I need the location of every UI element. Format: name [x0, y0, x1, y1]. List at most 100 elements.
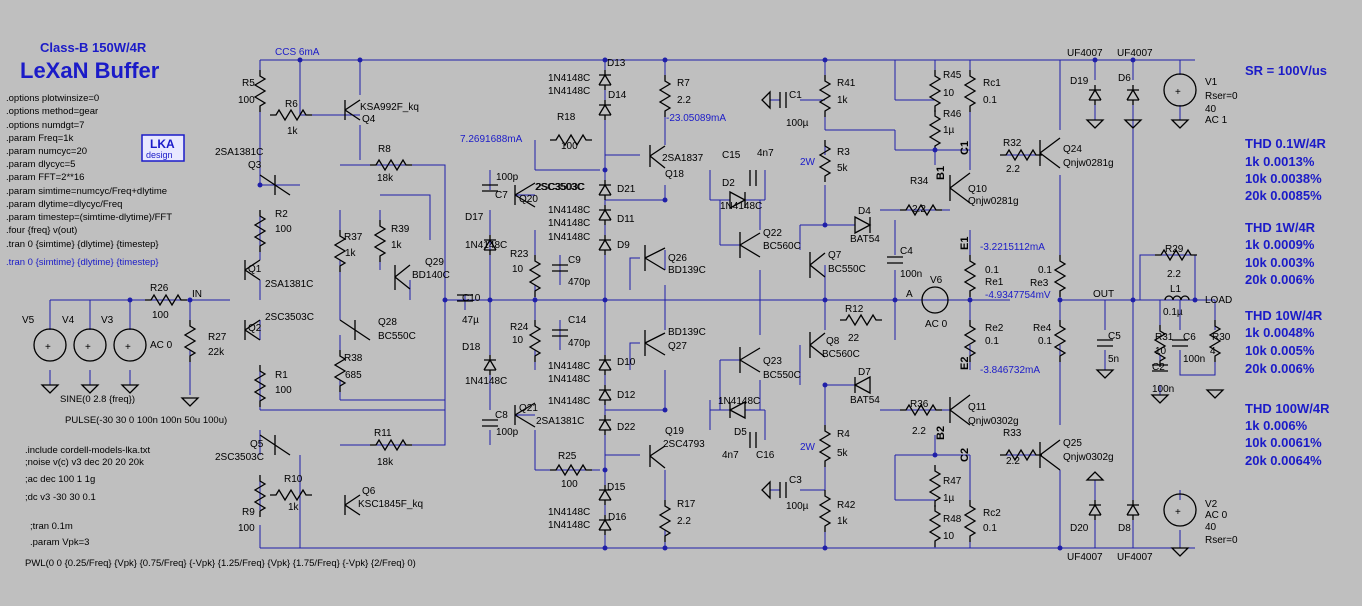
label: 100: [238, 95, 255, 106]
label: BC550C: [378, 331, 416, 342]
label: 18k: [377, 457, 394, 468]
thd-row: 1k 0.0013%: [1245, 154, 1315, 169]
annotation-power: 2W: [800, 157, 816, 168]
label: R47: [943, 476, 962, 487]
label: BC550C: [763, 370, 801, 381]
thd-heading: THD 10W/4R: [1245, 308, 1323, 323]
label: 0.1: [1038, 336, 1052, 347]
directive: .tran 0 {simtime} {dlytime} {timestep}: [6, 239, 159, 250]
label: R42: [837, 500, 856, 511]
thd-heading: THD 100W/4R: [1245, 401, 1330, 416]
label: C5: [1108, 331, 1121, 342]
label: Q11: [968, 402, 987, 413]
directive: .param timestep=(simtime-dlytime)/FFT: [6, 212, 172, 223]
thd-row: 1k 0.0048%: [1245, 325, 1315, 340]
annotation-current: -3.2215112mA: [980, 242, 1045, 253]
label: R34: [910, 176, 929, 187]
label: BC550C: [828, 264, 866, 275]
label: BC560C: [822, 349, 860, 360]
label: 1N4148C: [548, 520, 590, 531]
label: R45: [943, 70, 962, 81]
label: V3: [101, 315, 114, 326]
label: R6: [285, 99, 298, 110]
label: 100: [152, 310, 169, 321]
directive: .param dlytime=dlycyc/Freq: [6, 199, 122, 210]
directive: .param FFT=2**16: [6, 172, 84, 183]
label: Q23: [763, 356, 782, 367]
label: D21: [617, 184, 636, 195]
label: 0.1: [985, 336, 999, 347]
label: Re4: [1033, 323, 1052, 334]
component-labels: CCS 6mA R5 100 R6 1k KSA992F_kq Q4 2SA13…: [22, 47, 1238, 563]
label: D9: [617, 240, 630, 251]
label: C10: [462, 293, 481, 304]
annotation-voltage: -4.9347754mV: [985, 290, 1051, 301]
label: 470p: [568, 277, 591, 288]
label: R8: [378, 144, 391, 155]
label: 2SC3503C: [535, 182, 584, 193]
label: 5k: [837, 163, 849, 174]
label: R25: [558, 451, 577, 462]
label: R12: [845, 304, 864, 315]
label: 40: [1205, 104, 1217, 115]
label: Re2: [985, 323, 1004, 334]
label: 1k: [837, 95, 849, 106]
label: BD140C: [412, 270, 450, 281]
label: BC560C: [763, 241, 801, 252]
annotation-current: -3.846732mA: [980, 365, 1040, 376]
label: 100: [238, 523, 255, 534]
label: 1k: [288, 502, 300, 513]
label: V6: [930, 275, 943, 286]
label: C6: [1183, 332, 1196, 343]
label: 10: [1155, 346, 1167, 357]
label: Q6: [362, 486, 376, 497]
label: 685: [345, 370, 362, 381]
wires: [49, 59, 1216, 549]
label: 100n: [1183, 354, 1205, 365]
annotation-ccs: CCS 6mA: [275, 47, 320, 58]
logo-line1: LKA: [150, 137, 175, 151]
thd-heading: THD 0.1W/4R: [1245, 136, 1327, 151]
pwl-source: PWL(0 0 {0.25/Freq} {Vpk} {0.75/Freq} {-…: [25, 558, 416, 569]
label: 1k: [287, 126, 299, 137]
label: Rser=0: [1205, 91, 1238, 102]
directive: .param Freq=1k: [6, 133, 74, 144]
directive: .four {freq} v(out): [6, 225, 77, 236]
label: D12: [617, 390, 636, 401]
label: 1N4148C: [548, 205, 590, 216]
label: Q2: [248, 323, 262, 334]
label: BAT54: [850, 395, 880, 406]
label: 1N4148C: [465, 376, 507, 387]
title-line1: Class-B 150W/4R: [40, 40, 147, 55]
label: Re1: [985, 277, 1004, 288]
label: Qnjw0281g: [1063, 158, 1114, 169]
label: R46: [943, 109, 962, 120]
label: V4: [62, 315, 75, 326]
label: C2: [1152, 362, 1165, 373]
label: V1: [1205, 77, 1218, 88]
label: Q29: [425, 257, 444, 268]
label: 1k: [345, 248, 357, 259]
label: R31: [1155, 332, 1174, 343]
label: UF4007: [1067, 48, 1103, 59]
label: 2SC3503C: [215, 452, 264, 463]
svg-text:+: +: [1175, 507, 1181, 518]
lka-logo: LKA design: [141, 134, 185, 162]
label: R18: [557, 112, 576, 123]
label: 2SC3503C: [265, 312, 314, 323]
net-b1: B1: [935, 166, 947, 180]
slew-rate: SR = 100V/us: [1245, 63, 1327, 78]
label: 2SA1837: [662, 153, 704, 164]
thd-row: 20k 0.0085%: [1245, 188, 1322, 203]
annotation-power: 2W: [800, 442, 816, 453]
directive: .options plotwinsize=0: [6, 93, 99, 104]
label: D20: [1070, 523, 1089, 534]
label: 5n: [1108, 354, 1119, 365]
thd-results: SR = 100V/us THD 0.1W/4R 1k 0.0013% 10k …: [1245, 63, 1330, 468]
svg-text:+: +: [125, 342, 131, 353]
label: Q1: [248, 264, 262, 275]
label: Rc1: [983, 78, 1001, 89]
label: Q27: [668, 341, 687, 352]
label: Qnjw0302g: [968, 416, 1019, 427]
label: D14: [608, 90, 627, 101]
